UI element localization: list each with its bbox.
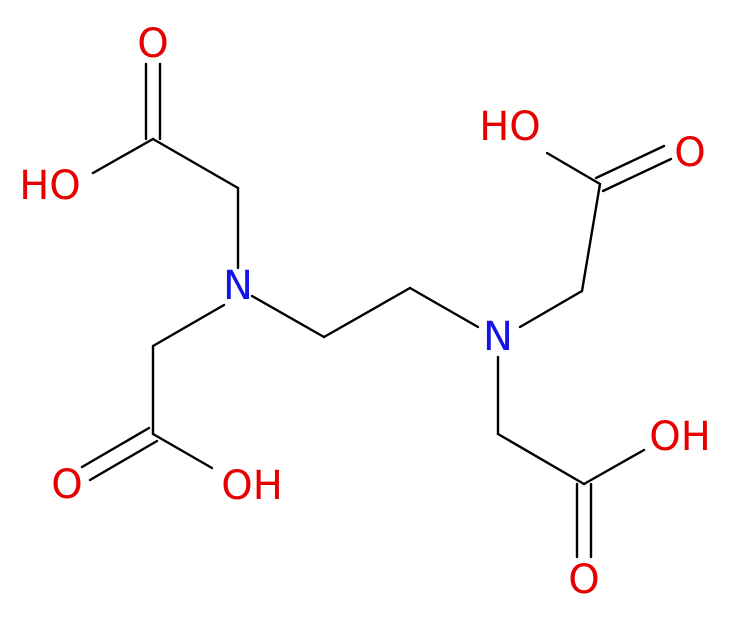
hydroxyl-top-left-label: HO — [19, 163, 81, 209]
bond-c-o-bottomleft-a — [80, 426, 151, 469]
bond-c-oh-topleft — [91, 137, 155, 175]
hydroxyl-bottom-left-label: OH — [221, 463, 283, 509]
bond-c-o-topright-a — [594, 144, 666, 180]
oxygen-top-left-carbonyl-label: O — [137, 21, 168, 67]
bond-c-oh-bottomright — [582, 448, 646, 486]
hydroxyl-top-right-label: HO — [479, 104, 541, 150]
nitrogen-right-label: N — [483, 314, 513, 360]
bonds — [80, 62, 673, 559]
oxygen-bottom-left-carbonyl-label: O — [51, 462, 82, 508]
bond-ch2-cooh-topright — [580, 182, 602, 293]
bond-nleft-ch2 — [250, 294, 326, 339]
bond-ch2-cooh-topleft — [151, 137, 240, 190]
atom-labels: N N O HO O OH HO O OH O — [19, 21, 711, 603]
bond-ch2-nright — [408, 286, 480, 329]
bond-ch2-ch2 — [322, 286, 412, 339]
bond-c-o-bottomleft-b — [88, 439, 159, 482]
hydroxyl-bottom-right-label: OH — [649, 414, 711, 460]
bond-nleft-ch2-down — [151, 303, 226, 348]
bond-nright-ch2-up — [518, 289, 584, 329]
bond-c-oh-topright — [545, 151, 602, 186]
nitrogen-left-label: N — [223, 263, 253, 309]
oxygen-bottom-right-carbonyl-label: O — [568, 557, 599, 603]
bond-c-oh-bottomleft — [151, 432, 214, 470]
bond-c-o-topright-b — [601, 157, 673, 193]
oxygen-top-right-carbonyl-label: O — [674, 130, 705, 176]
bond-ch2-cooh-bottomright — [496, 432, 586, 486]
